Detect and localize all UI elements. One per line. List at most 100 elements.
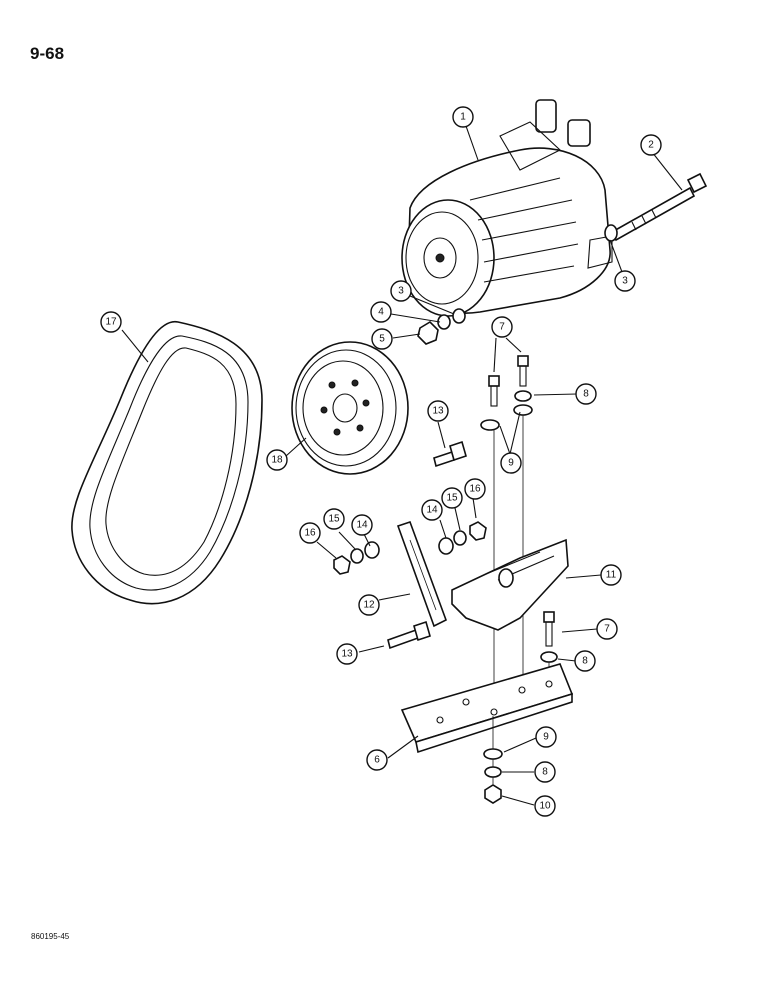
lower-adjust-bolt-part bbox=[387, 620, 431, 650]
compressor-part bbox=[401, 99, 613, 317]
callout-circle bbox=[100, 311, 122, 333]
callout-label: 15 bbox=[446, 493, 458, 504]
callout-3: 3 bbox=[390, 280, 412, 302]
callout-label: 13 bbox=[341, 649, 353, 660]
callout-label: 15 bbox=[328, 514, 340, 525]
callout-8: 8 bbox=[574, 650, 596, 672]
callout-12: 12 bbox=[358, 594, 380, 616]
mounting-bracket-part bbox=[451, 538, 569, 631]
callout-17: 17 bbox=[100, 311, 122, 333]
callout-circle bbox=[574, 650, 596, 672]
callout-2: 2 bbox=[640, 134, 662, 156]
callout-circle bbox=[535, 726, 557, 748]
callout-label: 5 bbox=[379, 334, 385, 345]
callout-circle bbox=[336, 643, 358, 665]
compressor-nut-stack-part bbox=[417, 308, 466, 345]
callout-label: 12 bbox=[363, 600, 375, 611]
callout-3: 3 bbox=[614, 270, 636, 292]
callout-label: 7 bbox=[604, 624, 610, 635]
callout-circle bbox=[299, 522, 321, 544]
callout-circle bbox=[427, 400, 449, 422]
callout-circle bbox=[534, 795, 556, 817]
upper-mount-bolts-part bbox=[480, 355, 533, 710]
callout-label: 6 bbox=[374, 755, 380, 766]
callout-9: 9 bbox=[500, 452, 522, 474]
callout-circle bbox=[640, 134, 662, 156]
callout-label: 2 bbox=[648, 140, 654, 151]
callout-11: 11 bbox=[600, 564, 622, 586]
adjusting-strap-part bbox=[396, 520, 447, 628]
figure-code: 860195-45 bbox=[31, 932, 70, 941]
callout-label: 10 bbox=[539, 801, 551, 812]
callout-circle bbox=[266, 449, 288, 471]
callout-8: 8 bbox=[534, 761, 556, 783]
callout-label: 1 bbox=[460, 112, 466, 123]
callout-label: 16 bbox=[304, 528, 316, 539]
callout-circle bbox=[534, 761, 556, 783]
callout-circle bbox=[614, 270, 636, 292]
callout-circle bbox=[390, 280, 412, 302]
callout-15: 15 bbox=[323, 508, 345, 530]
callout-circle bbox=[371, 328, 393, 350]
callout-circle bbox=[421, 499, 443, 521]
callout-label: 16 bbox=[469, 484, 481, 495]
callout-14: 14 bbox=[351, 514, 373, 536]
callout-label: 13 bbox=[432, 406, 444, 417]
upper-adjust-bolt-part bbox=[433, 440, 467, 468]
callout-circle bbox=[351, 514, 373, 536]
callout-15: 15 bbox=[441, 487, 463, 509]
callout-label: 8 bbox=[542, 767, 548, 778]
callout-label: 17 bbox=[105, 317, 117, 328]
callout-13: 13 bbox=[336, 643, 358, 665]
callout-circle bbox=[575, 383, 597, 405]
callout-circle bbox=[600, 564, 622, 586]
callout-6: 6 bbox=[366, 749, 388, 771]
callout-label: 14 bbox=[426, 505, 438, 516]
callout-label: 8 bbox=[582, 656, 588, 667]
callout-label: 8 bbox=[583, 389, 589, 400]
right-nut-stack-part bbox=[438, 521, 487, 555]
callout-label: 3 bbox=[398, 286, 404, 297]
callout-circle bbox=[491, 316, 513, 338]
callout-circle bbox=[323, 508, 345, 530]
drive-belt-part bbox=[71, 320, 263, 605]
base-plate-part bbox=[400, 663, 574, 754]
callout-label: 18 bbox=[271, 455, 283, 466]
callout-circle bbox=[464, 478, 486, 500]
callout-label: 9 bbox=[508, 458, 514, 469]
callout-4: 4 bbox=[370, 301, 392, 323]
callout-1: 1 bbox=[452, 106, 474, 128]
page-number: 9-68 bbox=[30, 44, 65, 63]
leader-lines bbox=[121, 125, 683, 806]
callout-14: 14 bbox=[421, 499, 443, 521]
callout-circle bbox=[596, 618, 618, 640]
callout-label: 7 bbox=[499, 322, 505, 333]
callout-circle bbox=[370, 301, 392, 323]
callout-circle bbox=[366, 749, 388, 771]
callout-circle bbox=[500, 452, 522, 474]
callout-7: 7 bbox=[596, 618, 618, 640]
callout-18: 18 bbox=[266, 449, 288, 471]
callout-16: 16 bbox=[299, 522, 321, 544]
callout-7: 7 bbox=[491, 316, 513, 338]
callout-16: 16 bbox=[464, 478, 486, 500]
callout-10: 10 bbox=[534, 795, 556, 817]
callout-13: 13 bbox=[427, 400, 449, 422]
callout-5: 5 bbox=[371, 328, 393, 350]
compressor-bolt-part bbox=[604, 172, 708, 242]
left-nut-stack-part bbox=[333, 541, 380, 575]
callout-9: 9 bbox=[535, 726, 557, 748]
callout-label: 11 bbox=[606, 570, 617, 581]
callout-label: 9 bbox=[543, 732, 549, 743]
callout-circle bbox=[441, 487, 463, 509]
pulley-part bbox=[291, 341, 409, 475]
callout-8: 8 bbox=[575, 383, 597, 405]
lower-fastener-stack-part bbox=[483, 716, 503, 804]
callout-circle bbox=[358, 594, 380, 616]
callout-label: 3 bbox=[622, 276, 628, 287]
callout-label: 14 bbox=[356, 520, 368, 531]
callout-label: 4 bbox=[378, 307, 384, 318]
